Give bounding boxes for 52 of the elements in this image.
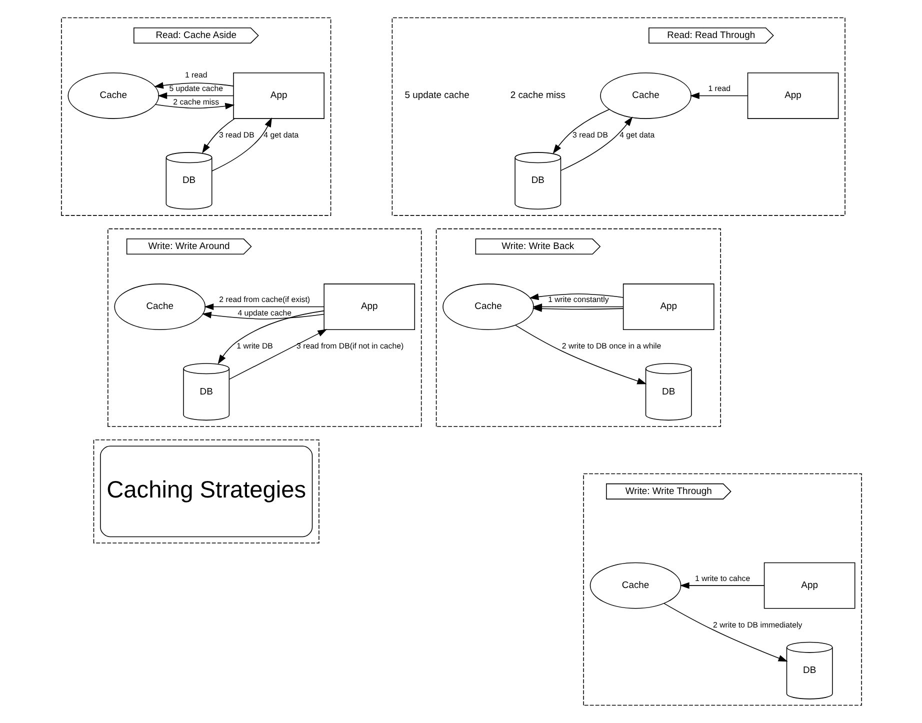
node-ellipse: Cache <box>442 284 534 330</box>
node-ellipse: Cache <box>114 284 206 330</box>
edge-label: 1 write to cahce <box>694 574 750 583</box>
arrow <box>689 92 748 100</box>
edge-label: 2 write to DB immediately <box>712 620 802 630</box>
arrow <box>211 117 272 172</box>
arrow <box>514 324 646 384</box>
node-ellipse: Cache <box>589 562 681 609</box>
edge-label: 4 update cache <box>237 308 291 318</box>
arrow <box>153 82 234 89</box>
cluster <box>435 228 720 427</box>
cluster <box>92 439 319 544</box>
edge-label: 3 read DB <box>218 130 254 140</box>
cluster <box>391 17 845 216</box>
label: 5 update cache <box>404 90 469 102</box>
edge-label: 1 read <box>184 70 207 80</box>
arrow <box>532 303 624 310</box>
node-box: App <box>746 72 838 119</box>
node-box: App <box>763 562 855 609</box>
cluster <box>107 228 422 427</box>
cluster <box>582 473 862 706</box>
arrow <box>202 118 234 154</box>
node-box: App <box>622 284 714 330</box>
edge-label: 3 read DB <box>572 130 608 140</box>
arrow <box>560 116 632 171</box>
node-ellipse: Cache <box>600 72 691 119</box>
cluster <box>60 17 331 216</box>
node-box: App <box>323 284 415 330</box>
edge-label: 1 write DB <box>236 342 272 351</box>
arrow <box>679 582 764 589</box>
edge-label: 2 read from cache(if exist) <box>218 295 310 304</box>
arrow <box>154 102 234 110</box>
edge-label: 4 get data <box>619 130 654 140</box>
arrow <box>217 310 324 364</box>
arrow <box>201 312 324 320</box>
arrow <box>663 603 788 662</box>
arrow <box>204 303 324 310</box>
edge-label: 3 read from DB(if not in cache) <box>296 342 404 351</box>
node-box: App <box>232 72 324 119</box>
label: 2 cache miss <box>510 90 565 102</box>
arrow <box>552 108 610 154</box>
arrow <box>528 293 624 300</box>
edge-label: 2 cache miss <box>172 97 219 106</box>
edge-label: 4 get data <box>263 130 298 140</box>
edge-label: 2 write to DB once in a while <box>561 342 661 351</box>
node-box: Caching Strategies <box>100 446 312 538</box>
node-ellipse: Cache <box>67 72 159 119</box>
edge-label: 1 write constantly <box>548 295 608 304</box>
arrow <box>228 329 327 380</box>
arrow <box>157 92 234 100</box>
edge-label: 1 read <box>708 84 730 93</box>
edge-label: 5 update cache <box>168 84 222 93</box>
